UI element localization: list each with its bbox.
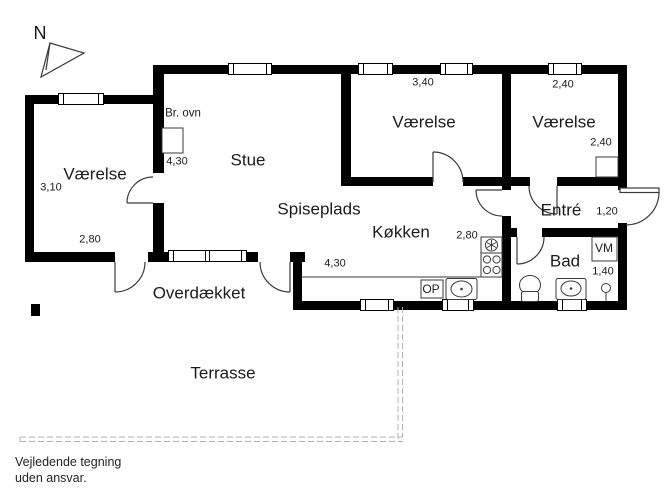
- room-label-bad: Bad: [549, 251, 581, 271]
- dim-bedroom-right-depth: 2,40: [590, 136, 612, 149]
- entry-door: [619, 187, 660, 226]
- dim-bedroom-right-width: 2,40: [552, 78, 574, 91]
- window: [58, 93, 104, 105]
- wood-stove-box: [161, 127, 184, 154]
- dim-koekken-width: 2,80: [456, 229, 478, 242]
- door: [475, 189, 503, 217]
- door: [259, 261, 291, 293]
- dim-koekken-length: 4,30: [324, 257, 346, 270]
- north-label: N: [33, 23, 47, 43]
- dim-bedroom-left-depth: 3,10: [40, 181, 62, 194]
- dim-entre-width: 1,20: [596, 205, 618, 218]
- door: [516, 236, 545, 265]
- closet-niche: [595, 156, 619, 178]
- dim-stue: 4,30: [166, 155, 188, 168]
- room-label-bedroom-mid: Værelse: [392, 112, 456, 132]
- dim-bedroom-mid-width: 3,40: [412, 76, 434, 89]
- terrace-boundary: [19, 307, 403, 442]
- dishwasher-box: [420, 279, 444, 299]
- window: [442, 299, 474, 311]
- window: [557, 299, 587, 311]
- room-label-koekken: Køkken: [372, 222, 430, 242]
- kitchen-fixtures: [302, 236, 503, 300]
- washing-machine-box: [591, 236, 618, 262]
- windows: [58, 63, 587, 311]
- dim-bad-width: 1,40: [592, 265, 614, 278]
- window: [360, 299, 394, 311]
- washing-machine-label: VM: [595, 241, 613, 255]
- room-label-bedroom-right: Værelse: [532, 112, 596, 132]
- porch-post: [31, 304, 40, 316]
- doors: [114, 151, 660, 293]
- disclaimer-line-2: uden ansvar.: [15, 471, 87, 485]
- door: [432, 151, 464, 183]
- bath-sink-icon: [555, 278, 587, 300]
- room-label-spiseplads: Spiseplads: [277, 199, 361, 219]
- details: [161, 127, 619, 178]
- north-arrow-icon: [40, 42, 86, 79]
- area-label-overdaekket: Overdækket: [152, 283, 246, 303]
- area-label-terrasse: Terrasse: [190, 363, 256, 383]
- window: [548, 63, 582, 75]
- bath-fixtures: [519, 236, 618, 302]
- door: [126, 176, 154, 204]
- disclaimer-line-1: Vejledende tegning: [15, 455, 122, 469]
- stove-icon: [480, 252, 503, 278]
- window: [168, 250, 247, 262]
- extractor-hob-icon: [480, 236, 503, 254]
- window: [228, 63, 272, 75]
- room-label-stue: Stue: [230, 150, 266, 170]
- wood-stove-label: Br. ovn: [165, 107, 201, 120]
- kitchen-sink-icon: [445, 278, 478, 300]
- room-label-entre: Entré: [540, 200, 582, 220]
- window: [440, 63, 473, 75]
- door: [114, 261, 146, 293]
- dishwasher-label: OP: [422, 282, 440, 296]
- toilet-icon: [519, 275, 541, 302]
- door: [528, 185, 558, 215]
- floor-drain-icon: [601, 283, 611, 301]
- dim-bedroom-left-width: 2,80: [79, 233, 101, 246]
- window: [358, 63, 393, 75]
- room-label-bedroom-left: Værelse: [63, 164, 127, 184]
